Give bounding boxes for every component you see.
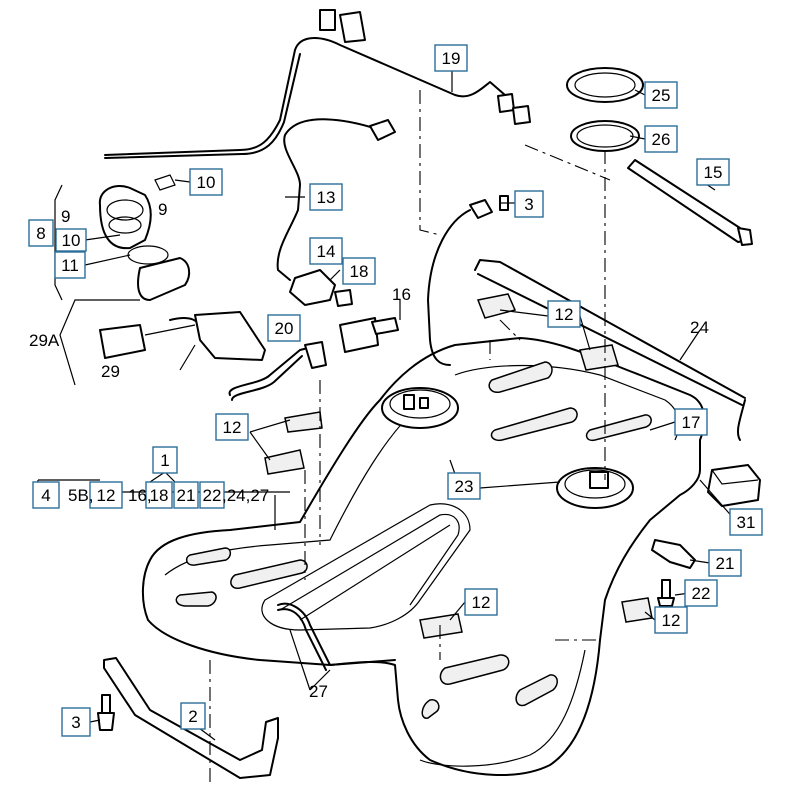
callouts: 19 25 26 10 15 3 13 8 10 11 14 18 12 20 … [28, 44, 763, 737]
svg-text:10: 10 [62, 231, 81, 250]
label-16: 16 [392, 285, 411, 304]
hoses [104, 37, 746, 671]
filler-neck-assembly [98, 174, 191, 301]
svg-text:8: 8 [36, 224, 45, 243]
assembly-axis-lines [209, 90, 611, 785]
callout-22: 22 [684, 579, 718, 607]
callout-11: 11 [54, 251, 86, 279]
callout-21: 21 [708, 549, 742, 577]
svg-text:13: 13 [317, 188, 336, 207]
callout-12-bottom: 12 [464, 588, 498, 616]
label-5b: 5B, [68, 486, 94, 505]
bolt-3 [97, 694, 115, 731]
callout-3-upper: 3 [514, 190, 544, 218]
svg-text:21: 21 [716, 554, 735, 573]
callout-13: 13 [309, 183, 343, 211]
tank-strap-2 [103, 657, 279, 779]
label-9-left: 9 [61, 207, 70, 226]
callout-10-top: 10 [189, 168, 223, 196]
fuel-tank [142, 337, 706, 776]
callout-26: 26 [644, 125, 678, 153]
callout-22-group: 22 [199, 481, 225, 509]
callout-12-group: 12 [89, 481, 123, 509]
svg-text:18: 18 [150, 486, 169, 505]
svg-text:2: 2 [188, 707, 197, 726]
callout-3-lower: 3 [61, 707, 91, 737]
svg-text:19: 19 [442, 49, 461, 68]
callout-12-top: 12 [547, 300, 581, 328]
svg-text:17: 17 [682, 413, 701, 432]
svg-text:26: 26 [652, 130, 671, 149]
label-27: 27 [309, 682, 328, 701]
callout-2: 2 [180, 702, 206, 730]
callout-18: 18 [342, 257, 376, 285]
svg-text:31: 31 [737, 513, 756, 532]
pump-flange-right [556, 467, 634, 509]
svg-text:14: 14 [317, 242, 336, 261]
svg-text:12: 12 [472, 593, 491, 612]
callout-23: 23 [447, 472, 481, 500]
callout-8: 8 [28, 219, 54, 247]
label-16-group: 16, [128, 486, 152, 505]
top-connector-19 [319, 9, 531, 125]
svg-text:12: 12 [97, 486, 116, 505]
svg-text:11: 11 [61, 256, 79, 275]
svg-text:20: 20 [275, 319, 294, 338]
callout-21-group: 21 [173, 481, 199, 509]
callout-14: 14 [309, 237, 343, 265]
callout-25: 25 [644, 81, 678, 109]
callout-4: 4 [32, 481, 60, 509]
callout-18-group: 18 [145, 481, 173, 509]
label-9-right: 9 [158, 200, 167, 219]
svg-text:12: 12 [223, 418, 242, 437]
label-24: 24 [690, 318, 709, 337]
svg-text:3: 3 [71, 713, 80, 732]
wiring-29 [99, 311, 266, 361]
callout-31: 31 [729, 508, 763, 536]
svg-text:10: 10 [197, 173, 216, 192]
svg-text:25: 25 [652, 86, 671, 105]
label-29a: 29A [29, 331, 60, 350]
svg-text:12: 12 [555, 305, 574, 324]
pad-12-loose [264, 293, 653, 639]
svg-text:15: 15 [704, 163, 723, 182]
label-29: 29 [101, 362, 120, 381]
callout-10-left: 10 [55, 228, 87, 252]
seal-26 [570, 120, 640, 152]
label-24-27-group: ,24,27 [222, 486, 269, 505]
svg-text:22: 22 [203, 486, 222, 505]
module-31 [707, 464, 761, 507]
valve-18 [339, 317, 399, 353]
svg-text:12: 12 [662, 611, 681, 630]
bracket-21 [651, 539, 696, 569]
bolt-22 [657, 579, 675, 607]
svg-text:18: 18 [350, 262, 369, 281]
callout-12-left: 12 [215, 413, 249, 441]
svg-text:23: 23 [455, 477, 474, 496]
callout-15: 15 [696, 158, 730, 186]
plain-labels: 9 9 16 29A 29 24 5B, 16, ,24,27 27 [29, 200, 709, 701]
callout-19: 19 [434, 44, 468, 72]
svg-text:1: 1 [160, 451, 169, 470]
callout-17: 17 [674, 408, 708, 436]
callout-20: 20 [267, 314, 301, 342]
connector-20 [304, 341, 327, 369]
callout-12-right: 12 [654, 606, 688, 634]
strap-15 [627, 159, 753, 246]
svg-text:21: 21 [177, 486, 196, 505]
svg-text:3: 3 [524, 195, 533, 214]
pump-flange-left [381, 387, 459, 429]
svg-text:22: 22 [692, 584, 711, 603]
bolt-3-upper [469, 195, 509, 219]
callout-1: 1 [152, 446, 178, 474]
filter-14 [289, 269, 353, 307]
svg-text:4: 4 [41, 486, 50, 505]
quick-connector-13 [369, 119, 396, 141]
ring-25 [566, 67, 644, 103]
